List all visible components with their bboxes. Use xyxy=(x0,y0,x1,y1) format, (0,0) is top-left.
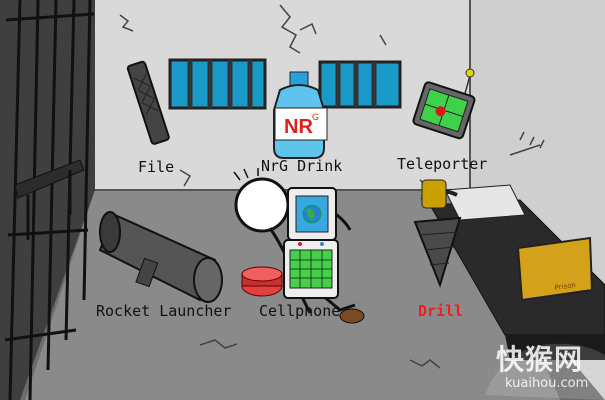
window-left xyxy=(168,58,267,110)
item-label-nrg-drink[interactable]: NrG Drink xyxy=(261,157,343,175)
window-right xyxy=(318,60,402,109)
item-label-teleporter[interactable]: Teleporter xyxy=(397,155,488,173)
bed-sign-text: Prison xyxy=(554,281,576,292)
bottle-label-sup: G xyxy=(312,112,319,122)
item-label-drill[interactable]: Drill xyxy=(418,302,464,320)
drill-item[interactable] xyxy=(413,179,462,289)
file-item[interactable] xyxy=(126,60,170,145)
teleporter-item[interactable] xyxy=(412,81,476,140)
rocket-launcher-item[interactable] xyxy=(98,211,223,303)
watermark-site: kuaihou.com xyxy=(505,376,589,391)
cellphone-item[interactable] xyxy=(283,187,339,299)
item-label-cellphone[interactable]: Cellphone xyxy=(259,302,341,320)
item-label-file[interactable]: File xyxy=(138,158,175,176)
watermark-logo xyxy=(485,343,605,400)
cake xyxy=(241,266,283,297)
bed-sign: Prison xyxy=(516,236,594,302)
item-label-rocket-launcher[interactable]: Rocket Launcher xyxy=(96,302,232,320)
watermark-chinese: 快猴网 xyxy=(496,343,584,376)
wall-bench xyxy=(14,159,85,240)
prison-bed xyxy=(429,184,605,360)
nrg-drink-item[interactable]: NR G xyxy=(273,71,328,159)
jail-bars xyxy=(4,0,95,400)
bottle-label: NR xyxy=(284,116,313,138)
